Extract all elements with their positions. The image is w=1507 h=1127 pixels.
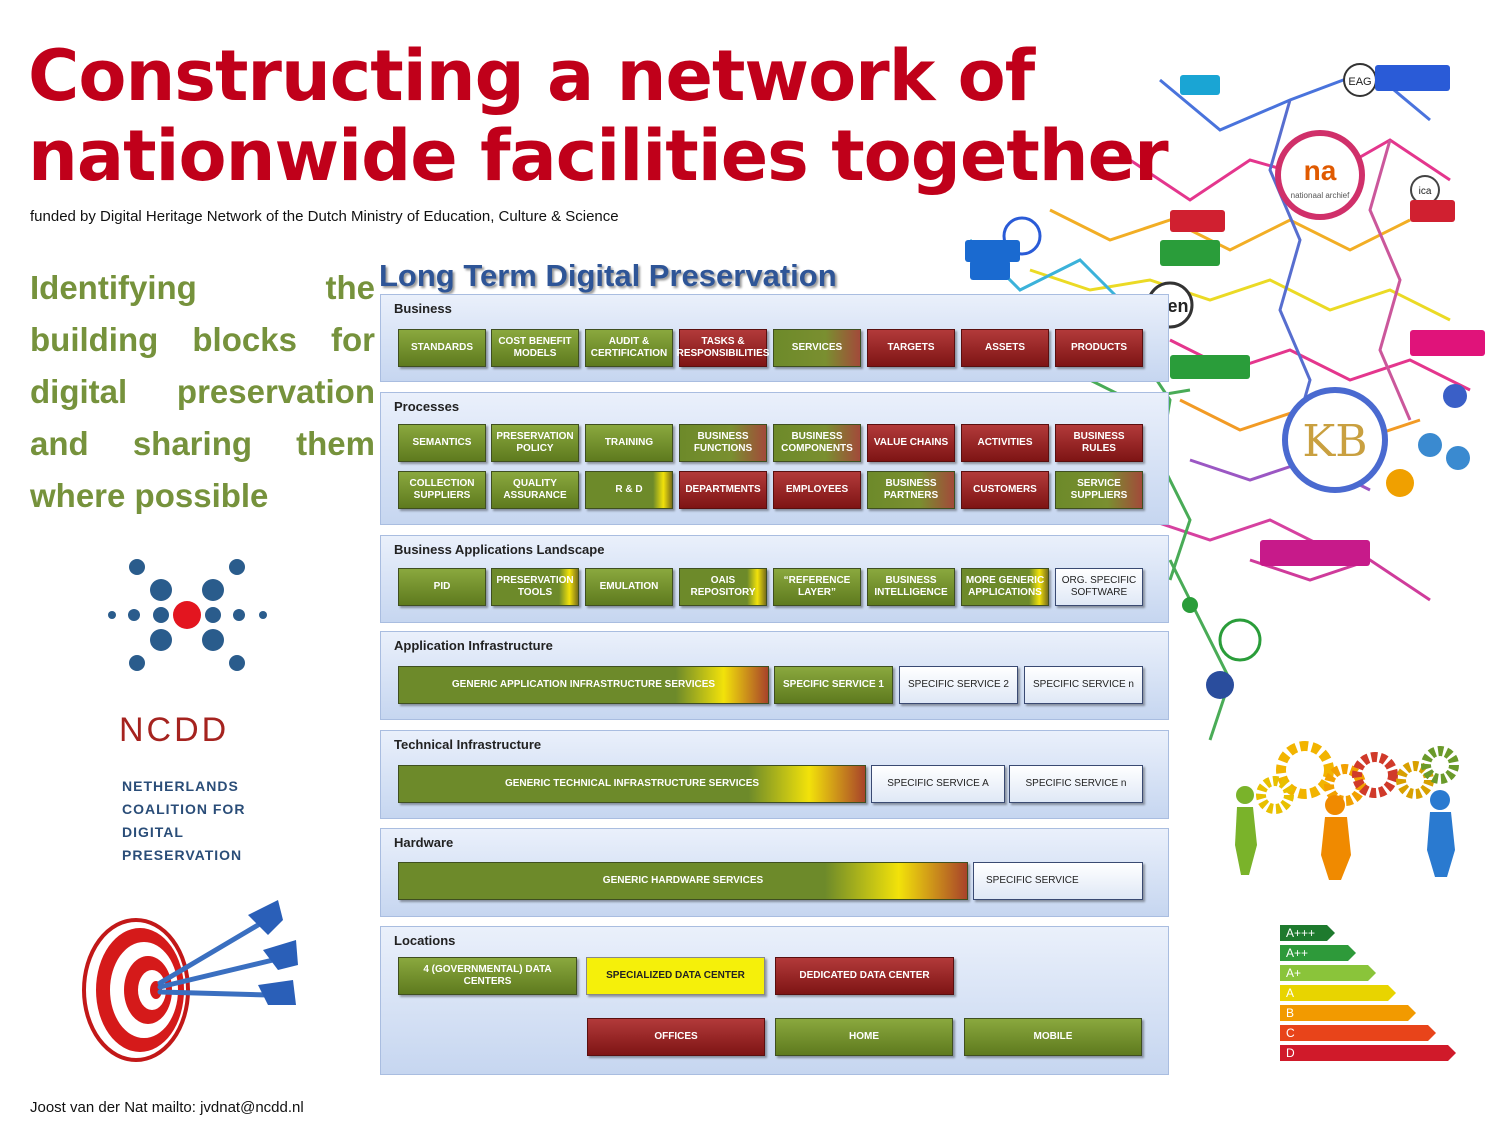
- block-employees: EMPLOYEES: [773, 471, 861, 509]
- block-org-specific-software: ORG. SPECIFIC SOFTWARE: [1055, 568, 1143, 606]
- layer-processes: Processes SEMANTICS PRESERVATION POLICY …: [380, 392, 1169, 525]
- block-preservation-policy: PRESERVATION POLICY: [491, 424, 579, 462]
- layer-business: Business STANDARDS COST BENEFIT MODELS A…: [380, 294, 1169, 382]
- identifying-text: Identifying the building blocks for digi…: [30, 262, 375, 522]
- block-reference-layer: “REFERENCE LAYER”: [773, 568, 861, 606]
- block-business-rules: BUSINESS RULES: [1055, 424, 1143, 462]
- block-mobile: MOBILE: [964, 1018, 1142, 1056]
- ncdd-subtitle-line: DIGITAL: [122, 824, 184, 840]
- energy-label-bar: A: [1280, 985, 1396, 1001]
- block-training: TRAINING: [585, 424, 673, 462]
- identifying-line: Identifying the: [30, 269, 375, 306]
- block-generic-hardware-services: GENERIC HARDWARE SERVICES: [398, 862, 968, 900]
- energy-label-chart: A+++ A++ A+ A B C D: [1280, 925, 1460, 1065]
- layer-label: Business Applications Landscape: [394, 542, 605, 557]
- block-specific-service-n: SPECIFIC SERVICE n: [1009, 765, 1143, 803]
- block-targets: TARGETS: [867, 329, 955, 367]
- block-offices: OFFICES: [587, 1018, 765, 1056]
- layer-label: Processes: [394, 399, 460, 414]
- block-business-intelligence: BUSINESS INTELLIGENCE: [867, 568, 955, 606]
- block-home: HOME: [775, 1018, 953, 1056]
- ncdd-name: NCDD: [119, 711, 230, 749]
- block-more-generic-applications: MORE GENERIC APPLICATIONS: [961, 568, 1049, 606]
- layer-business-applications: Business Applications Landscape PID PRES…: [380, 535, 1169, 623]
- block-oais-repository: OAIS REPOSITORY: [679, 568, 767, 606]
- layer-application-infrastructure: Application Infrastructure GENERIC APPLI…: [380, 631, 1169, 720]
- block-services: SERVICES: [773, 329, 861, 367]
- block-specific-service-n: SPECIFIC SERVICE n: [1024, 666, 1143, 704]
- block-activities: ACTIVITIES: [961, 424, 1049, 462]
- contact-info: Joost van der Nat mailto: jvdnat@ncdd.nl: [30, 1099, 304, 1116]
- identifying-line: digital preservation: [30, 373, 375, 410]
- gears-teamwork-icon: [1235, 741, 1459, 880]
- ncdd-subtitle-line: NETHERLANDS: [122, 778, 239, 794]
- block-specific-service: SPECIFIC SERVICE: [973, 862, 1143, 900]
- identifying-line: where possible: [30, 477, 269, 514]
- block-emulation: EMULATION: [585, 568, 673, 606]
- ncdd-logo-icon: [108, 559, 267, 671]
- layer-label: Technical Infrastructure: [394, 737, 542, 752]
- layer-label: Business: [394, 301, 452, 316]
- title-line-1: Constructing a network of: [28, 35, 1035, 117]
- block-value-chains: VALUE CHAINS: [867, 424, 955, 462]
- block-dedicated-data-center: DEDICATED DATA CENTER: [775, 957, 954, 995]
- block-tasks-responsibilities: TASKS & RESPONSIBILITIES: [677, 329, 769, 367]
- block-quality-assurance: QUALITY ASSURANCE: [491, 471, 579, 509]
- ncdd-subtitle: NETHERLANDS COALITION FOR DIGITAL PRESER…: [122, 775, 245, 867]
- svg-text:ica: ica: [1419, 186, 1432, 197]
- block-generic-technical-infrastructure: GENERIC TECHNICAL INFRASTRUCTURE SERVICE…: [398, 765, 866, 803]
- block-collection-suppliers: COLLECTION SUPPLIERS: [398, 471, 486, 509]
- block-semantics: SEMANTICS: [398, 424, 486, 462]
- layer-label: Application Infrastructure: [394, 638, 553, 653]
- block-governmental-data-centers: 4 (GOVERNMENTAL) DATA CENTERS: [398, 957, 577, 995]
- network-illustration: EAG na nationaal archief ica d.en KB: [965, 63, 1485, 741]
- funded-by-text: funded by Digital Heritage Network of th…: [30, 208, 619, 225]
- diagram-title: Long Term Digital Preservation: [379, 258, 837, 293]
- energy-label-bar: C: [1280, 1025, 1436, 1041]
- block-departments: DEPARTMENTS: [679, 471, 767, 509]
- title-line-2: nationwide facilities together: [28, 115, 1169, 197]
- block-standards: STANDARDS: [398, 329, 486, 367]
- ncdd-subtitle-line: COALITION FOR: [122, 801, 246, 817]
- block-generic-application-infrastructure: GENERIC APPLICATION INFRASTRUCTURE SERVI…: [398, 666, 769, 704]
- block-assets: ASSETS: [961, 329, 1049, 367]
- energy-label-bar: A++: [1280, 945, 1356, 961]
- identifying-line: building blocks for: [30, 321, 375, 358]
- block-cost-benefit-models: COST BENEFIT MODELS: [491, 329, 579, 367]
- energy-label-bar: B: [1280, 1005, 1416, 1021]
- eag-node: EAG: [1348, 76, 1371, 88]
- block-specialized-data-center: SPECIALIZED DATA CENTER: [586, 957, 765, 995]
- layer-label: Hardware: [394, 835, 454, 850]
- energy-label-bar: A+: [1280, 965, 1376, 981]
- na-node: na: [1304, 155, 1337, 186]
- page-title: Constructing a network of nationwide fac…: [28, 35, 1169, 197]
- layer-hardware: Hardware GENERIC HARDWARE SERVICES SPECI…: [380, 828, 1169, 917]
- layer-technical-infrastructure: Technical Infrastructure GENERIC TECHNIC…: [380, 730, 1169, 819]
- layer-locations: Locations 4 (GOVERNMENTAL) DATA CENTERS …: [380, 926, 1169, 1075]
- block-audit-certification: AUDIT & CERTIFICATION: [585, 329, 673, 367]
- block-business-components: BUSINESS COMPONENTS: [773, 424, 861, 462]
- block-business-partners: BUSINESS PARTNERS: [867, 471, 955, 509]
- identifying-line: and sharing them: [30, 425, 375, 462]
- block-specific-service-2: SPECIFIC SERVICE 2: [899, 666, 1018, 704]
- block-pid: PID: [398, 568, 486, 606]
- block-preservation-tools: PRESERVATION TOOLS: [491, 568, 579, 606]
- block-products: PRODUCTS: [1055, 329, 1143, 367]
- block-r-and-d: R & D: [585, 471, 673, 509]
- block-service-suppliers: SERVICE SUPPLIERS: [1055, 471, 1143, 509]
- ncdd-subtitle-line: PRESERVATION: [122, 847, 243, 863]
- target-darts-icon: [82, 900, 298, 1062]
- svg-text:nationaal archief: nationaal archief: [1291, 191, 1350, 200]
- block-customers: CUSTOMERS: [961, 471, 1049, 509]
- energy-label-bar: D: [1280, 1045, 1456, 1061]
- block-business-functions: BUSINESS FUNCTIONS: [679, 424, 767, 462]
- kb-node: KB: [1302, 416, 1367, 467]
- block-specific-service-1: SPECIFIC SERVICE 1: [774, 666, 893, 704]
- layer-label: Locations: [394, 933, 456, 948]
- block-specific-service-a: SPECIFIC SERVICE A: [871, 765, 1005, 803]
- energy-label-bar: A+++: [1280, 925, 1335, 941]
